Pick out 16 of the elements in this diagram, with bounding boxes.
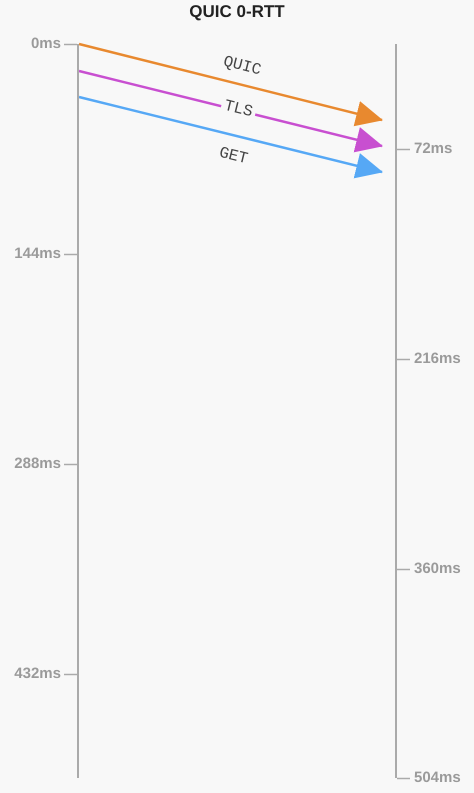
edge-label: GET: [216, 142, 250, 169]
arrow: [78, 70, 383, 152]
time-label: 360ms: [414, 560, 461, 578]
timeline-bar: [395, 44, 397, 778]
time-label: 504ms: [414, 769, 461, 787]
timeline-bar: [77, 44, 79, 778]
arrow: [78, 42, 383, 126]
arrow: [78, 96, 383, 178]
time-label: 432ms: [14, 665, 61, 683]
diagram-title: QUIC 0-RTT: [188, 2, 286, 22]
time-label: 0ms: [30, 35, 61, 53]
time-label: 72ms: [414, 140, 452, 158]
time-label: 144ms: [14, 245, 61, 263]
edge-label: QUIC: [220, 52, 264, 81]
time-label: 288ms: [14, 455, 61, 473]
time-label: 216ms: [414, 350, 461, 368]
